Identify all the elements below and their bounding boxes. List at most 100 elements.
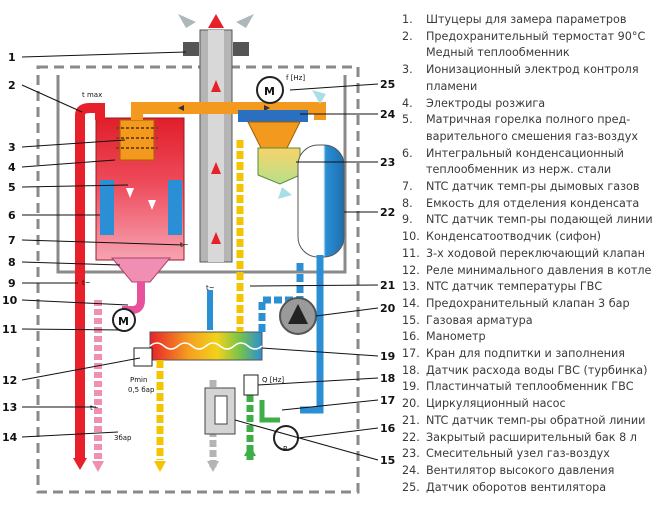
legend-text: Штуцеры для замера параметров: [426, 13, 627, 26]
legend-item: 21. NTC датчик темп-ры обратной линии: [402, 413, 666, 430]
legend-item: 22.Закрытый расширительный бак 8 л: [402, 430, 666, 447]
callout-25: 25: [380, 78, 395, 91]
callout-9: 9: [8, 277, 16, 290]
callout-2: 2: [8, 79, 16, 92]
legend-number: 11.: [402, 246, 420, 260]
callout-16: 16: [380, 422, 396, 435]
legend-text: Датчик расхода воды ГВС (турбинка): [426, 363, 648, 377]
legend-number: 23.: [402, 447, 420, 461]
legend-item: 18. Датчик расхода воды ГВС (турбинка): [402, 363, 666, 380]
legend-item: 13.NTC датчик температуры ГВС: [402, 279, 666, 296]
callout-3: 3: [8, 141, 16, 154]
air-inlet-arrow-right: [236, 14, 254, 28]
legend-number: [402, 45, 426, 62]
legend-item: 24.Вентилятор высокого давления: [402, 463, 666, 480]
flue-inner: [208, 30, 224, 262]
legend-item: 14.Предохранительный клапан 3 бар: [402, 296, 666, 313]
legend-text: Датчик оборотов вентилятора: [426, 480, 607, 494]
callout-12: 12: [2, 374, 17, 387]
duct-arrow-1: [178, 105, 184, 111]
legend-item: 1. Штуцеры для замера параметров: [402, 12, 666, 29]
cold-return-blue: [300, 255, 324, 414]
legend-item: 6.Интегральный конденсационный теплообме…: [402, 146, 666, 179]
inner-frame: [56, 75, 347, 274]
legend-number: 8.: [402, 196, 413, 210]
three-way-valve-motor: [112, 308, 136, 332]
legend-item: 25. Датчик оборотов вентилятора: [402, 480, 666, 497]
legend-text: Ионизационный электрод контроля пламени: [426, 63, 639, 93]
legend-item: 11. 3-х ходовой переключающий клапан: [402, 246, 666, 263]
hx-cold-column-left: [100, 180, 114, 235]
legend-text: Медный теплообменник: [426, 46, 570, 60]
flue-arrow-up: [208, 14, 224, 28]
air-intake-arrow: [312, 90, 326, 104]
legend-number: 2.: [402, 29, 413, 43]
legend-text: Реле минимального давления в котле: [426, 263, 652, 277]
legend-text: Вентилятор высокого давления: [426, 463, 615, 477]
legend-text: Газовая арматура: [426, 313, 533, 327]
callout-20: 20: [380, 302, 396, 315]
legend-item: 4.Электроды розжига: [402, 96, 666, 113]
legend-item: 8.Емкость для отделения конденсата: [402, 196, 666, 213]
fan-motor-label: M: [264, 85, 275, 98]
legend-text: 3-х ходовой переключающий клапан: [426, 246, 645, 260]
legend-number: 25.: [402, 480, 420, 494]
fill-loop-green: [259, 400, 280, 423]
legend-text: NTC датчик темп-ры обратной линии: [426, 413, 646, 427]
legend-item: 15.Газовая арматура: [402, 313, 666, 330]
air-intake-arrow-2: [278, 187, 292, 199]
hx-cold-column-right: [168, 180, 182, 235]
flue-arrow-3: [211, 232, 221, 244]
legend-text: Матричная горелка полного пред-варительн…: [426, 113, 638, 143]
hx-down-arrow-2: [148, 200, 156, 210]
callout-11: 11: [2, 323, 17, 336]
legend-item: 16.Манометр: [402, 329, 666, 346]
legend-number: 17.: [402, 347, 420, 361]
fan-hz-label: f [Hz]: [286, 74, 305, 82]
pressure-switch: [133, 347, 153, 367]
return-arrow: [154, 461, 166, 472]
gas-valve-coil: [214, 395, 228, 425]
t-max-label: t max: [82, 91, 102, 99]
plate-wave: [149, 342, 263, 350]
legend-text: NTC датчик темп-ры дымовых газов: [426, 180, 640, 194]
legend-number: 10.: [402, 230, 420, 244]
legend-number: 1.: [402, 13, 413, 26]
legend-item: 10.Конденсатоотводчик (сифон): [402, 229, 666, 246]
gas-pipe-arrow: [207, 461, 219, 472]
dhw-outlet-arrow: [92, 461, 104, 472]
callout-18: 18: [380, 372, 395, 385]
legend-item: 3. Ионизационный электрод контроля пламен…: [402, 62, 666, 95]
callout-21: 21: [380, 279, 395, 292]
legend-number: 7.: [402, 180, 413, 194]
legend-text: Закрытый расширительный бак 8 л: [426, 430, 637, 444]
legend-item: 9.NTC датчик темп-ры подающей линии: [402, 212, 666, 229]
hx-down-arrow-1: [126, 188, 134, 198]
siphon: [122, 282, 145, 314]
dhw-cold-arrow: [244, 445, 256, 456]
legend-item: 17. Кран для подпитки и заполнения: [402, 346, 666, 363]
pmin-value-label: 0,5 бар: [128, 386, 155, 394]
gas-air-mixer: [257, 147, 301, 185]
callout-5: 5: [8, 181, 16, 194]
legend-number: 18.: [402, 363, 420, 377]
pressure-gauge-label: P: [283, 445, 287, 453]
burner: [119, 119, 155, 161]
legend-item: 19.Пластинчатый теплообменник ГВС: [402, 379, 666, 396]
callout-7: 7: [8, 234, 16, 247]
legend-number: 21.: [402, 413, 420, 427]
legend-text: Предохранительный клапан 3 бар: [426, 296, 630, 310]
legend-item: 2.Предохранительный термостат 90°С: [402, 29, 666, 46]
legend-text: Кран для подпитки и заполнения: [426, 347, 625, 361]
callout-lines: [21, 51, 379, 461]
legend-item: 5.Матричная горелка полного пред-варител…: [402, 112, 666, 145]
boiler-casing-outline: [36, 65, 360, 494]
legend-number: 3.: [402, 63, 413, 77]
dhw-ntc-label: t~: [90, 404, 99, 412]
fan-motor: [256, 76, 284, 104]
legend-text: Пластинчатый теплообменник ГВС: [426, 380, 634, 394]
flue-arrow-1: [211, 80, 221, 92]
test-nipple-left: [183, 42, 199, 56]
condensate-tank: [110, 257, 172, 283]
